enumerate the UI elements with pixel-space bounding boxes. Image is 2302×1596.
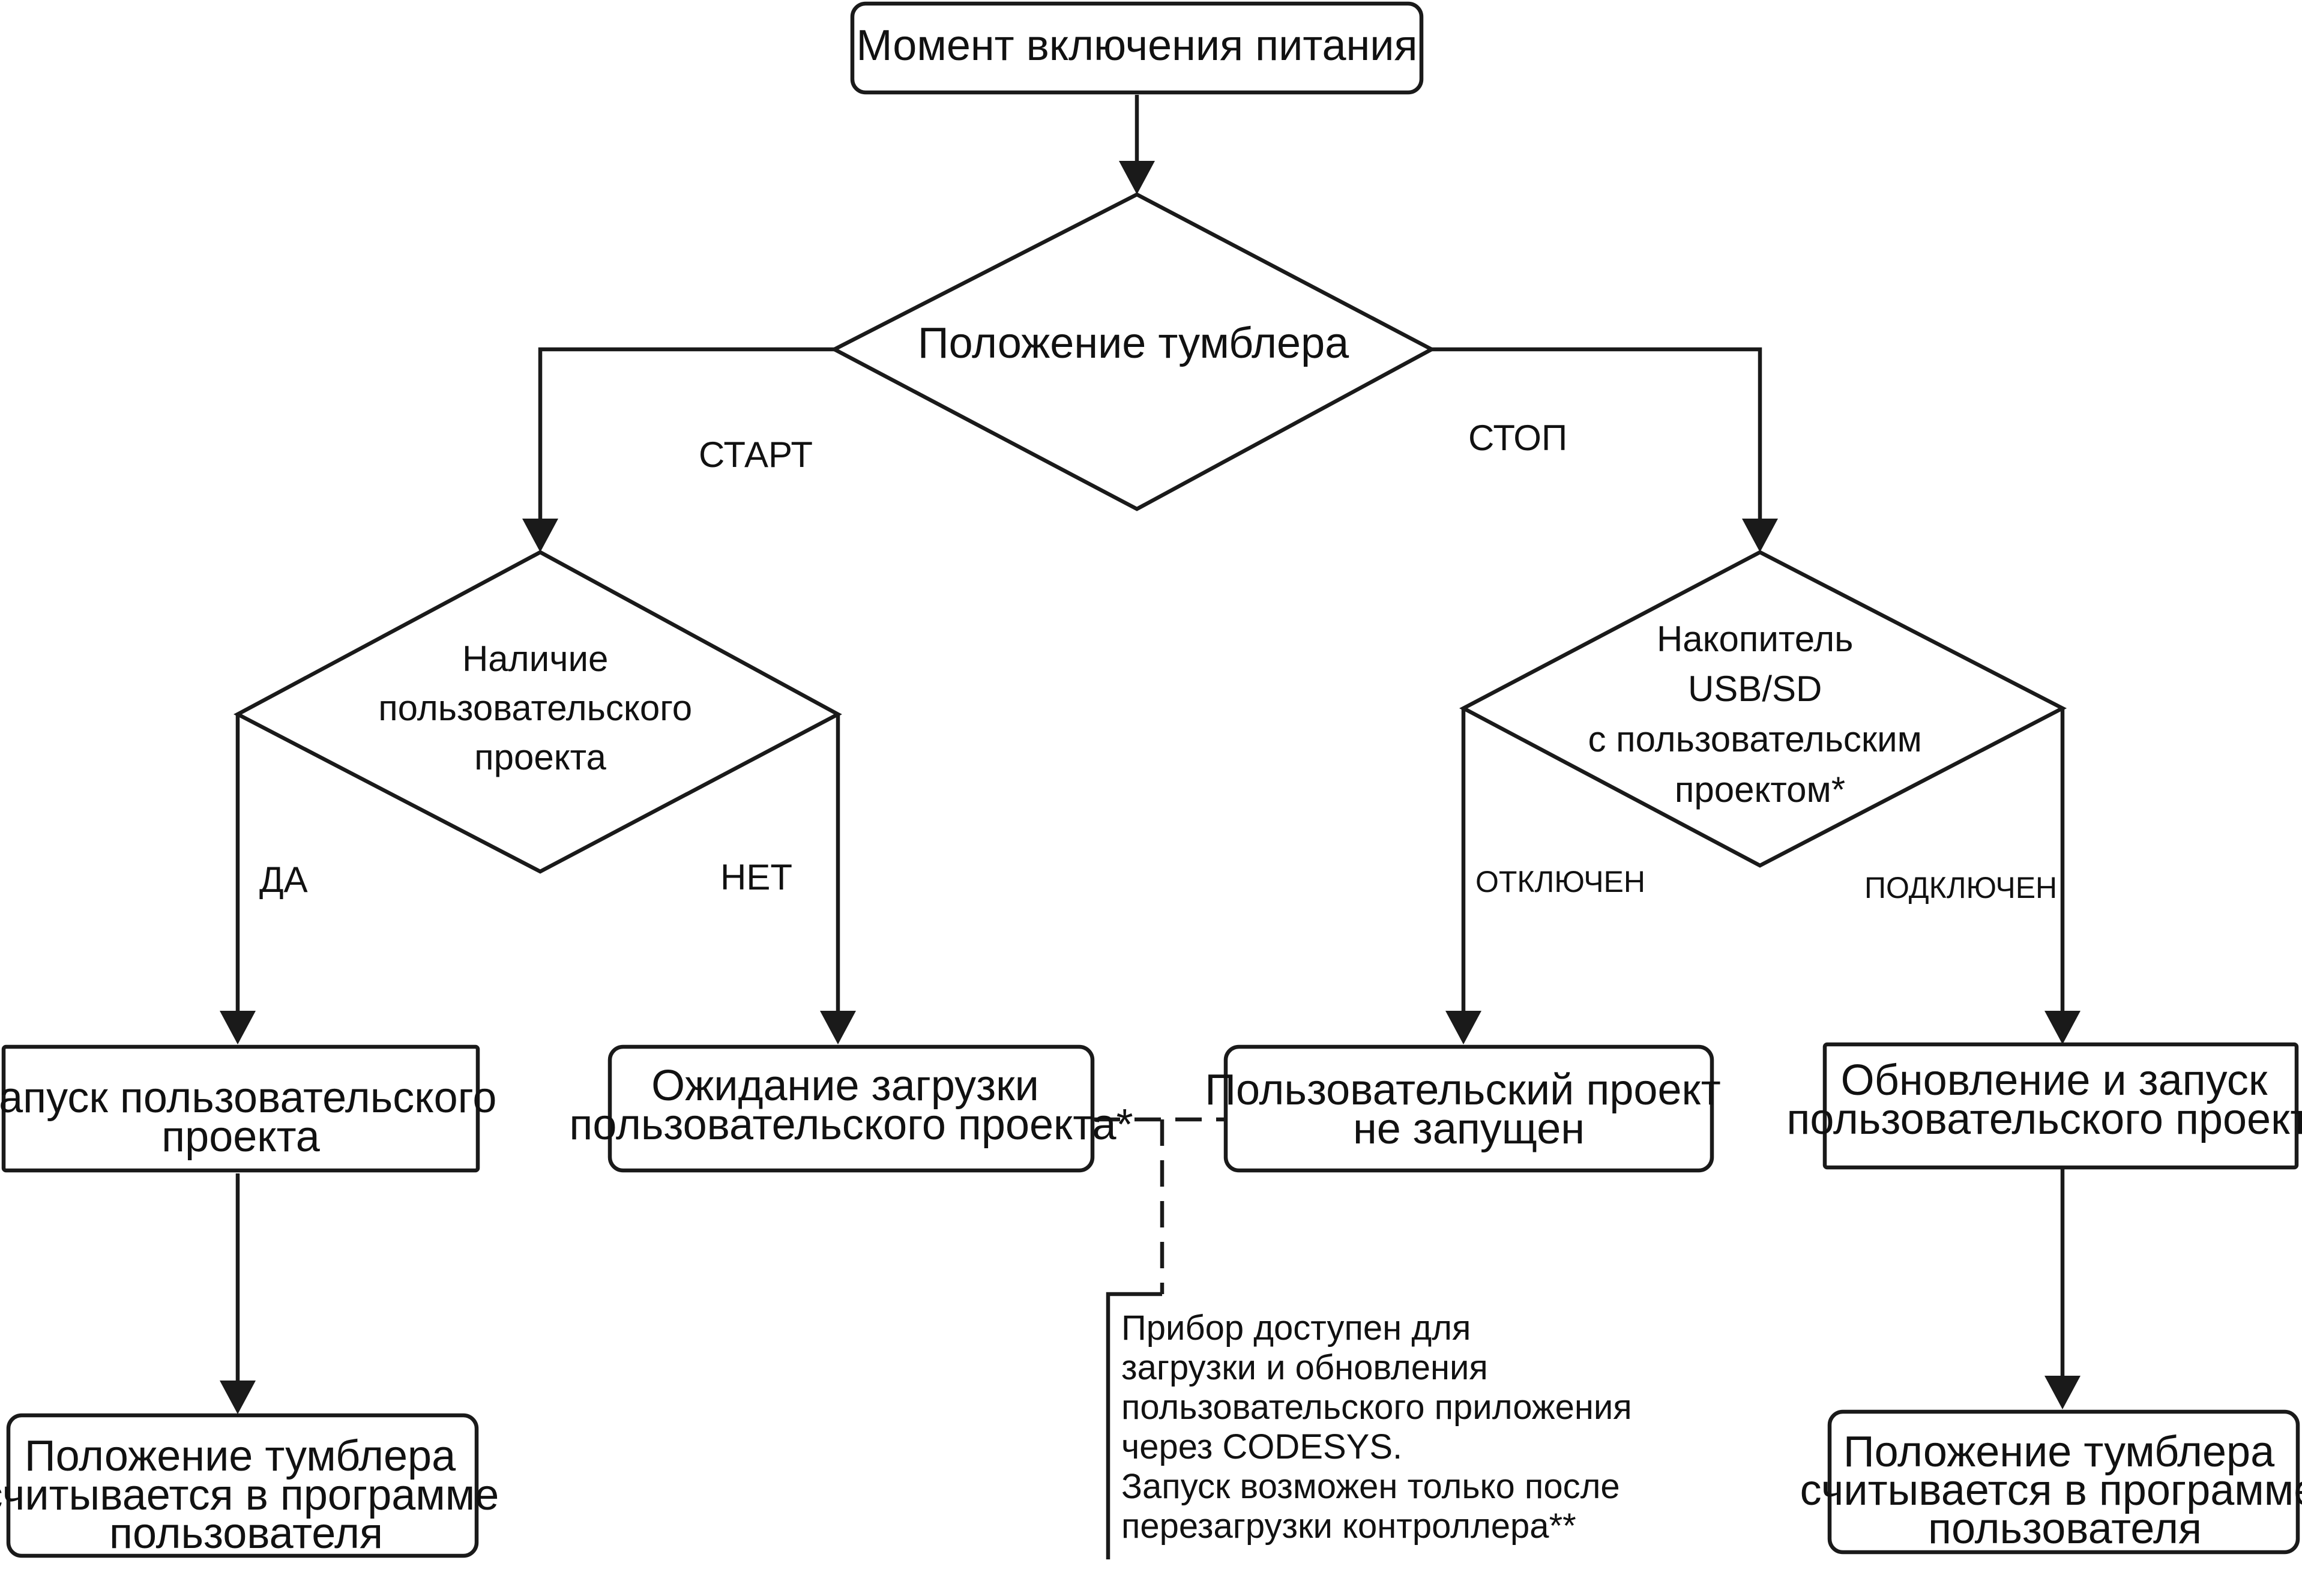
arrowhead-run <box>220 1011 256 1044</box>
user-project-present-line-2: пользовательского <box>378 688 692 728</box>
project-not-started-line-1: Пользовательский проект <box>1205 1066 1721 1114</box>
edge-label-start: СТАРТ <box>699 435 813 475</box>
note-line-3: пользовательского приложения <box>1121 1388 1632 1427</box>
arrowhead-switch <box>1119 161 1155 194</box>
usb-sd-storage-line-2: USB/SD <box>1688 669 1822 709</box>
node-switch-read-right: Положение тумблера считывается в програм… <box>1800 1409 2302 1555</box>
project-not-started-label: Пользовательский проект не запущен <box>1205 1066 1733 1153</box>
switch-read-right-box <box>1827 1409 2300 1555</box>
node-switch-read-left: Положение тумблера считывается в програм… <box>0 1413 511 1558</box>
switch-read-right-line-3: пользователя <box>1928 1505 2202 1553</box>
power-on-label: Момент включения питания <box>856 22 1417 70</box>
switch-read-right-line-2: считывается в программе <box>1800 1466 2302 1514</box>
switch-position-diamond <box>830 192 1436 511</box>
switch-read-left-line-2: считывается в программе <box>0 1471 499 1519</box>
arrowhead-storage-check <box>1742 519 1778 552</box>
node-power-on: Момент включения питания <box>850 1 1424 95</box>
switch-read-left-line-1: Положение тумблера <box>25 1432 456 1480</box>
wait-project-upload-line-2: пользовательского проекта* <box>569 1101 1133 1149</box>
project-not-started-box <box>1223 1044 1714 1173</box>
edge-switch-to-storage-check <box>1432 347 1762 521</box>
switch-read-left-line-3: пользователя <box>109 1510 383 1558</box>
update-and-run-line-1: Обновление и запуск <box>1841 1056 2268 1104</box>
node-wait-project-upload: Ожидание загрузки пользовательского прое… <box>569 1044 1133 1173</box>
wait-project-upload-line-1: Ожидание загрузки <box>651 1062 1039 1110</box>
edge-label-stop: СТОП <box>1468 418 1567 458</box>
note-block: Прибор доступен для загрузки и обновлени… <box>1121 1308 1642 1546</box>
arrowhead-update <box>2044 1011 2081 1044</box>
usb-sd-storage-label: Накопитель USB/SD с пользовательским про… <box>1588 619 1932 810</box>
edge-switch-to-project-check <box>538 347 834 521</box>
switch-read-right-label: Положение тумблера считывается в програм… <box>1800 1428 2302 1553</box>
edge-label-yes: ДА <box>259 860 308 900</box>
node-project-not-started: Пользовательский проект не запущен <box>1205 1044 1733 1173</box>
update-and-run-label: Обновление и запуск пользовательского пр… <box>1786 1056 2302 1143</box>
note-line-1: Прибор доступен для <box>1121 1308 1471 1348</box>
usb-sd-storage-line-4: проектом* <box>1675 769 1845 810</box>
note-line-4: через CODESYS. <box>1121 1427 1402 1466</box>
user-project-present-line-1: Наличие <box>462 639 608 679</box>
note-line-6: перезагрузки контроллера** <box>1121 1507 1576 1546</box>
run-user-project-line-2: проекта <box>161 1113 321 1161</box>
dashed-connectors <box>1094 1117 1226 1559</box>
arrowhead-read-right <box>2044 1376 2081 1409</box>
switch-read-left-label: Положение тумблера считывается в програм… <box>0 1432 511 1558</box>
edge-label-disconnected: ОТКЛЮЧЕН <box>1475 865 1645 899</box>
edge-labels: СТАРТ СТОП ДА НЕТ ОТКЛЮЧЕН ПОДКЛЮЧЕН <box>259 418 2057 905</box>
arrowhead-not-started <box>1445 1011 1481 1044</box>
switch-position-line-1: Положение тумблера <box>918 319 1349 367</box>
switch-position-label: Положение тумблера <box>918 319 1349 367</box>
user-project-present-label: Наличие пользовательского проекта <box>378 639 702 777</box>
arrowheads <box>220 161 2081 1414</box>
node-update-and-run: Обновление и запуск пользовательского пр… <box>1786 1042 2302 1170</box>
note-line-5: Запуск возможен только после <box>1121 1467 1620 1506</box>
arrowhead-wait <box>820 1011 856 1044</box>
node-usb-sd-storage: Накопитель USB/SD с пользовательским про… <box>1459 550 2067 868</box>
wait-project-upload-label: Ожидание загрузки пользовательского прое… <box>569 1062 1133 1149</box>
note-text: Прибор доступен для загрузки и обновлени… <box>1121 1308 1642 1546</box>
wait-project-upload-box <box>607 1044 1095 1173</box>
user-project-present-line-3: проекта <box>474 737 606 777</box>
node-user-project-present: Наличие пользовательского проекта <box>234 550 842 874</box>
run-user-project-label: Запуск пользовательского проекта <box>0 1074 508 1161</box>
switch-read-right-line-1: Положение тумблера <box>1843 1428 2275 1476</box>
usb-sd-storage-line-3: с пользовательским <box>1588 719 1921 759</box>
edge-label-connected: ПОДКЛЮЧЕН <box>1864 871 2057 905</box>
note-bracket <box>1106 1292 1162 1559</box>
usb-sd-storage-line-1: Накопитель <box>1657 619 1853 659</box>
project-not-started-line-2: не запущен <box>1353 1105 1585 1153</box>
node-switch-position: Положение тумблера <box>830 192 1436 511</box>
power-on-line-1: Момент включения питания <box>856 22 1417 70</box>
usb-sd-storage-diamond <box>1459 550 2067 868</box>
update-and-run-line-2: пользовательского проекта <box>1786 1095 2302 1143</box>
arrowhead-project-check <box>522 519 558 552</box>
edges <box>235 95 2065 1383</box>
run-user-project-box <box>1 1044 480 1173</box>
power-on-box <box>850 1 1424 95</box>
edge-label-no: НЕТ <box>720 857 792 897</box>
switch-read-left-box <box>6 1413 479 1558</box>
arrowhead-read-left <box>220 1381 256 1414</box>
update-and-run-box <box>1822 1042 2299 1170</box>
node-run-user-project: Запуск пользовательского проекта <box>0 1044 508 1173</box>
run-user-project-line-1: Запуск пользовательского <box>0 1074 496 1122</box>
user-project-present-diamond <box>234 550 842 874</box>
note-line-2: загрузки и обновления <box>1121 1348 1488 1387</box>
